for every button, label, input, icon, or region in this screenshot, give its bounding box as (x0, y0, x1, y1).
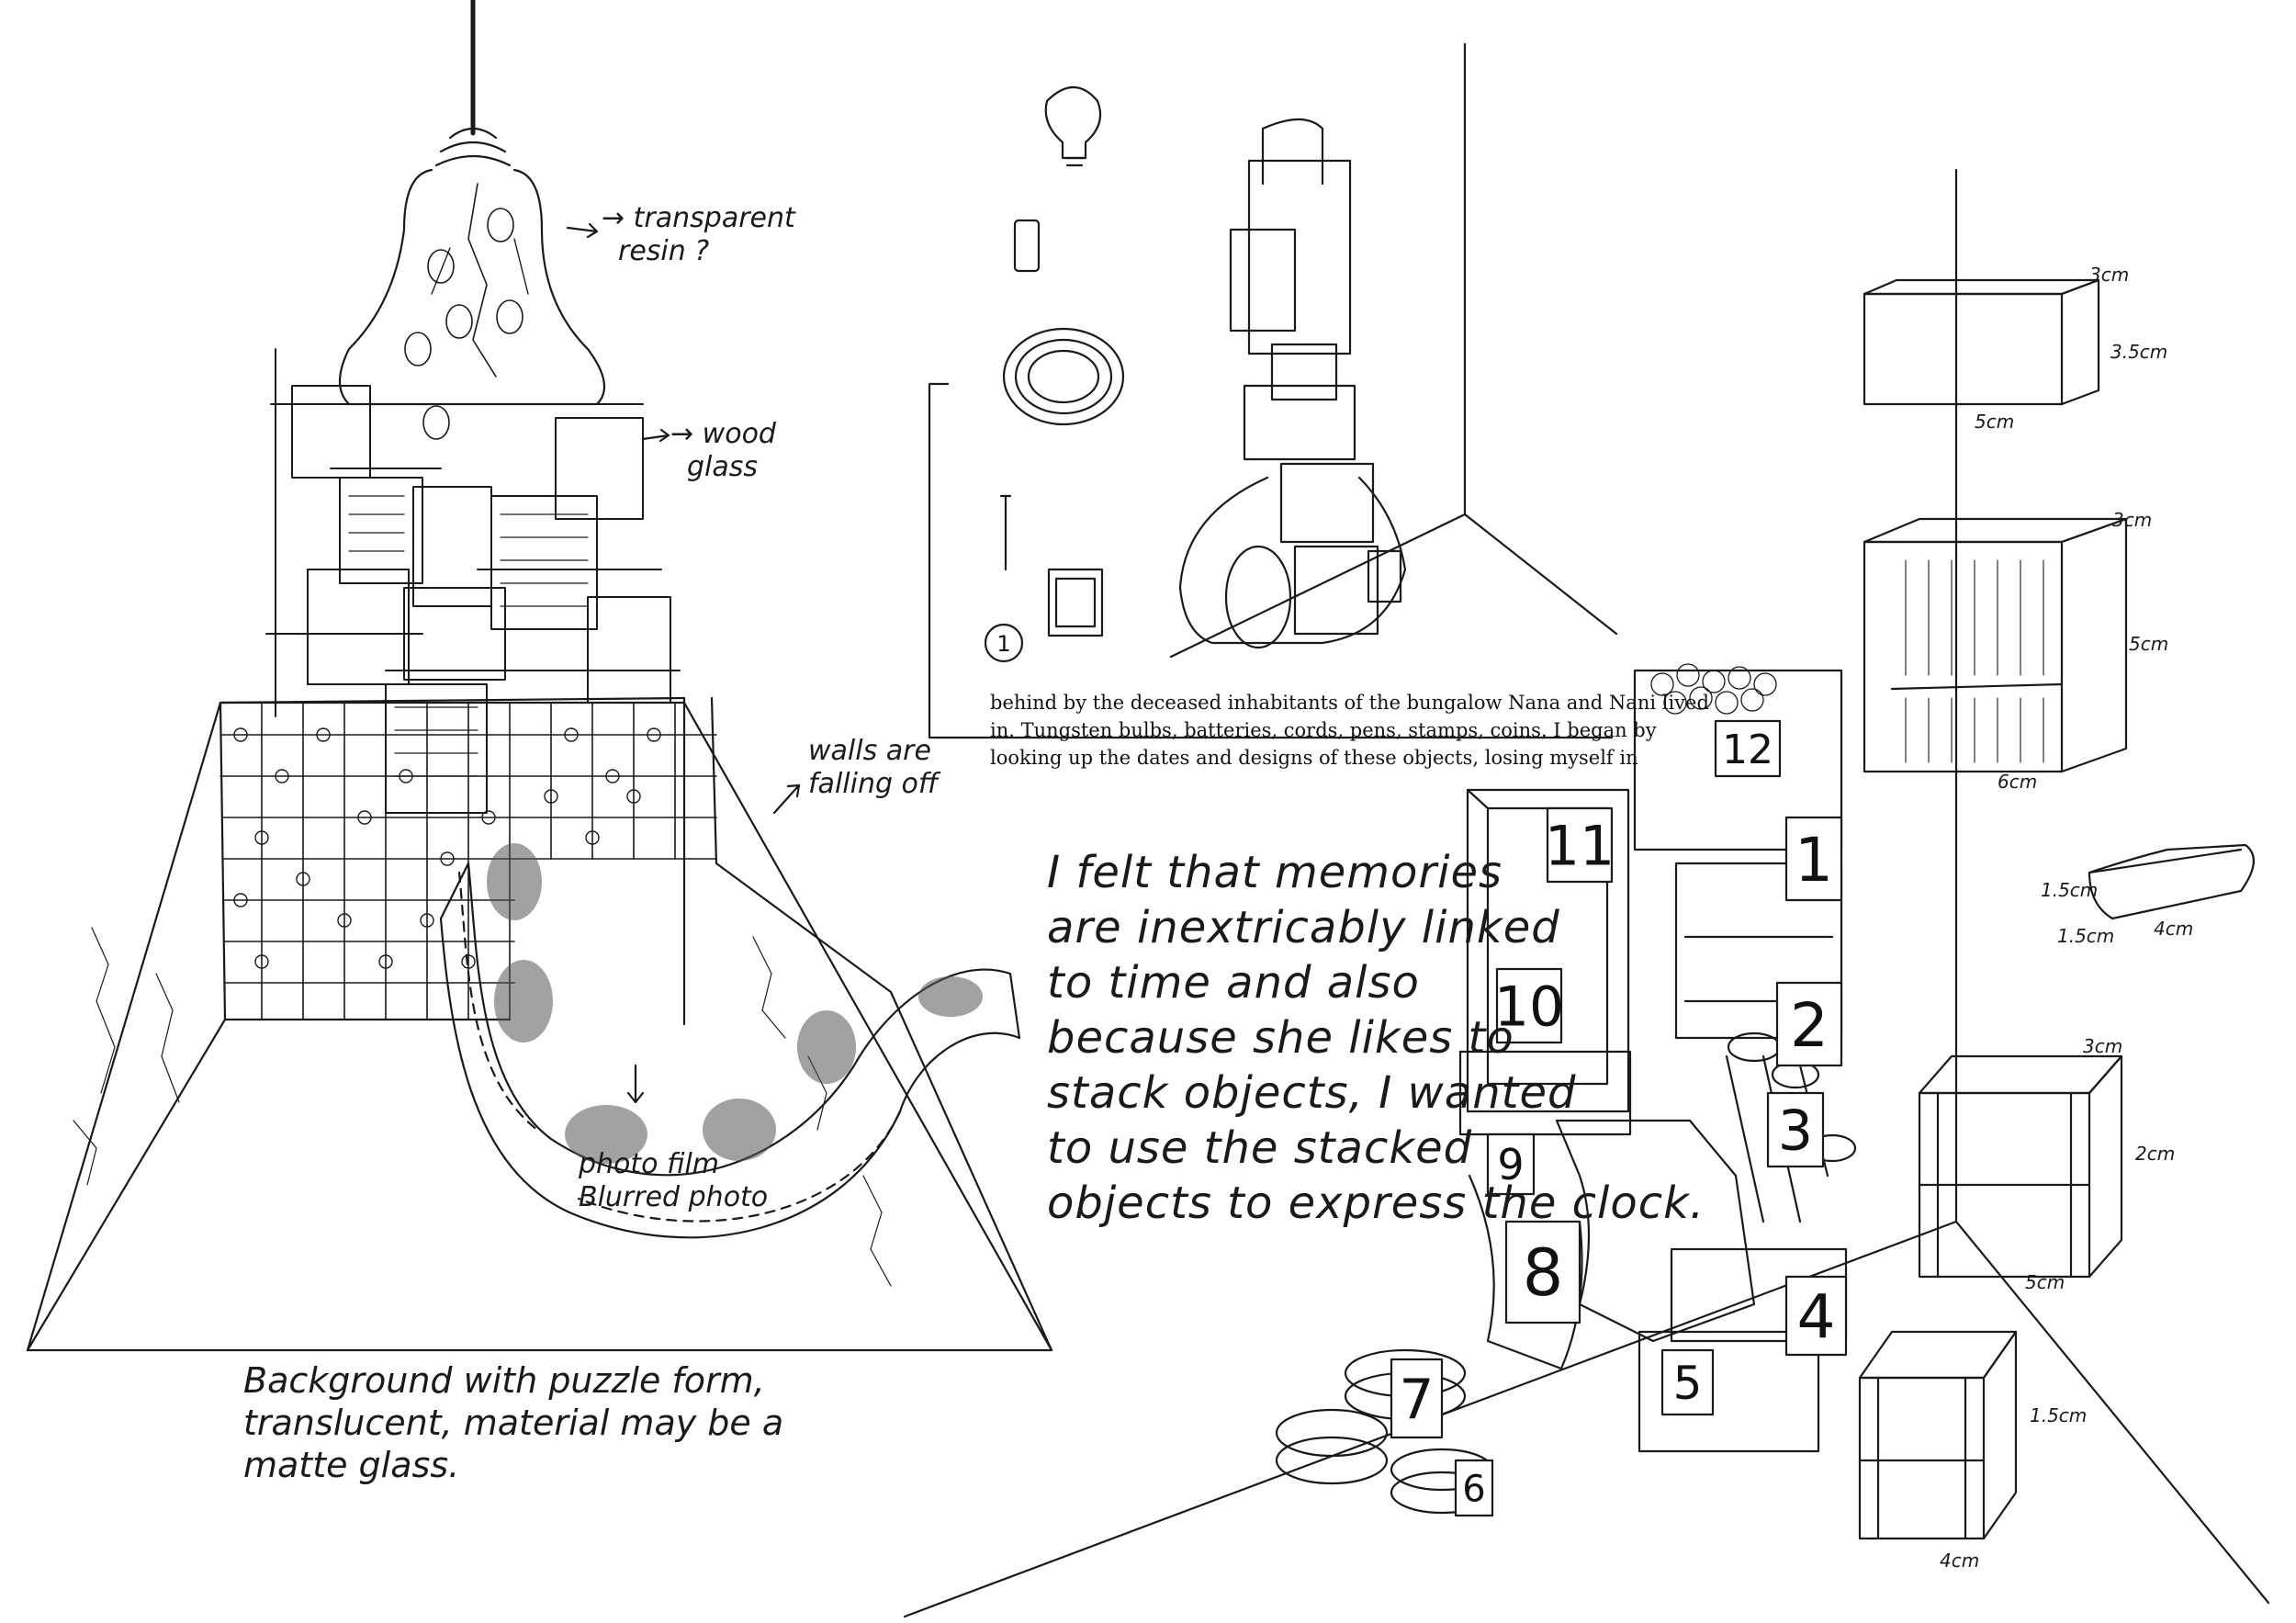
tower-number-7: 7 (1399, 1368, 1434, 1432)
box-dim-side: 3.5cm (2110, 341, 2168, 363)
typed-excerpt: behind by the deceased inhabitants of th… (990, 689, 1709, 772)
tower-number-box (1775, 981, 1843, 1067)
tower-number-9: 9 (1497, 1140, 1524, 1189)
memories-note: I felt that memories are inextricably li… (1047, 845, 1705, 1231)
memories-line-7: objects to express the clock. (1047, 1178, 1705, 1229)
wood-note: → wood glass (670, 418, 776, 484)
wood-note-line-2: glass (687, 451, 759, 483)
wood-note-line-1: → wood (670, 418, 776, 450)
tower-number-11: 11 (1545, 815, 1615, 879)
frame-large-dim-side: 2cm (2135, 1143, 2176, 1165)
coin-label: 1 (996, 631, 1010, 657)
excerpt-line-1: behind by the deceased inhabitants of th… (990, 692, 1709, 714)
tower-number-box (1714, 719, 1782, 778)
film-note-line-2: Blurred photo (579, 1181, 769, 1213)
tower-number-box (1766, 1091, 1825, 1168)
resin-note: → transparent resin ? (602, 202, 795, 268)
tower-number-10: 10 (1494, 975, 1564, 1040)
tower-number-box (1495, 967, 1563, 1044)
tower-number-3: 3 (1778, 1099, 1813, 1164)
tower-number-2: 2 (1790, 990, 1829, 1061)
collected-objects (928, 86, 1614, 739)
memories-line-6: to use the stacked (1047, 1122, 1473, 1174)
memories-line-5: stack objects, I wanted (1047, 1067, 1577, 1119)
tower-number-box (1660, 1348, 1715, 1416)
background-note-line-2: translucent, material may be a (243, 1403, 784, 1443)
excerpt-line-2: in. Tungsten bulbs, batteries, cords, pe… (990, 719, 1657, 741)
frame-small-dim-bottom: 4cm (1940, 1550, 1980, 1572)
walls-note-line-2: falling off (808, 768, 939, 800)
frame-large-dim-bottom: 5cm (2025, 1271, 2065, 1293)
tower-number-box (1454, 1459, 1494, 1517)
memories-line-1: I felt that memories (1047, 847, 1503, 898)
walls-note: walls are falling off (808, 735, 939, 801)
puzzle-room (26, 0, 1053, 1352)
film-note-line-1: photo film (579, 1148, 720, 1180)
shelf-dim-top: 3cm (2112, 509, 2153, 531)
tower-number-box (1784, 1275, 1848, 1357)
tower-number-box (1390, 1358, 1444, 1439)
basket-dim-side: 1.5cm (2041, 879, 2099, 901)
background-note-line-3: matte glass. (243, 1445, 460, 1485)
memories-line-2: are inextricably linked (1047, 902, 1560, 953)
tower-number-box (1784, 816, 1843, 902)
shelf-dim-side: 5cm (2129, 633, 2169, 655)
tower-number-5: 5 (1673, 1357, 1703, 1410)
stacked-tower (1178, 118, 1407, 649)
tower-number-box (1546, 806, 1614, 884)
tower-number-6: 6 (1462, 1468, 1485, 1510)
basket-dim-length: 4cm (2154, 918, 2194, 940)
clock-stack (1275, 663, 1857, 1515)
basket-dim-depth: 1.5cm (2057, 925, 2115, 947)
tower-number-1: 1 (1795, 825, 1833, 896)
resin-note-line-2: resin ? (618, 235, 710, 267)
memories-line-4: because she likes to (1047, 1012, 1514, 1064)
frame-small-dim-side: 1.5cm (2030, 1404, 2088, 1426)
tower-number-12: 12 (1722, 727, 1773, 773)
dimension-boxes (1858, 278, 2255, 1540)
box-dim-bottom: 5cm (1975, 411, 2015, 433)
tower-number-box (1486, 1133, 1536, 1196)
background-note-line-1: Background with puzzle form, (243, 1360, 765, 1401)
excerpt-line-3: looking up the dates and designs of thes… (990, 747, 1638, 769)
tower-number-box (1504, 1220, 1581, 1324)
film-note: photo film Blurred photo (579, 1148, 768, 1214)
tower-number-4: 4 (1797, 1281, 1836, 1352)
walls-note-line-1: walls are (808, 735, 931, 767)
memories-line-3: to time and also (1047, 957, 1420, 1009)
resin-note-line-1: → transparent (602, 202, 795, 234)
background-note: Background with puzzle form, translucent… (243, 1359, 783, 1486)
shelf-dim-bottom: 6cm (1998, 771, 2038, 793)
tower-number-labels: 12 11 10 9 8 76 5 4 3 2 1 (1390, 719, 1848, 1517)
tower-number-8: 8 (1523, 1235, 1564, 1311)
frame-large-dim-top: 3cm (2083, 1035, 2123, 1057)
box-dim-top: 3cm (2089, 264, 2130, 286)
